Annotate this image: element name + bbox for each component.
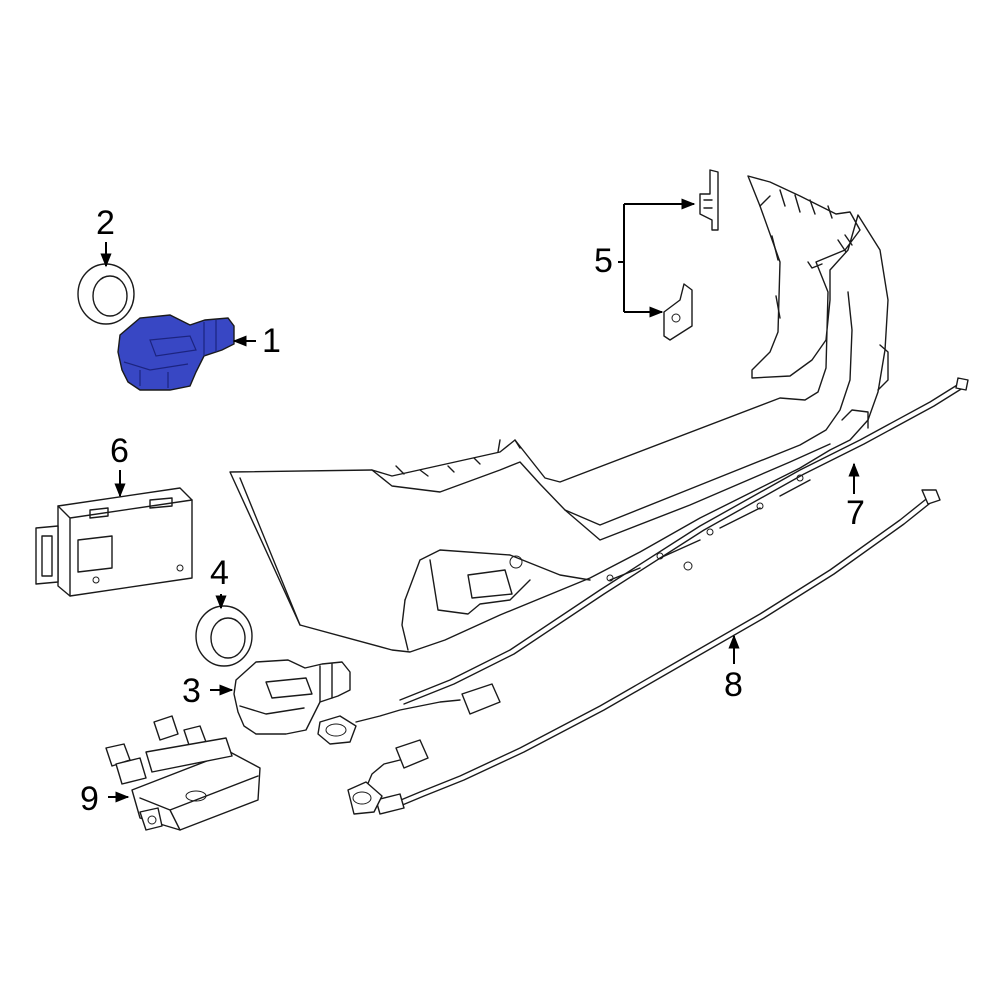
sensor-ring-lower [195, 605, 253, 667]
control-module [35, 487, 193, 597]
leader-lines [100, 198, 860, 803]
sensor-ring-upper [77, 263, 135, 325]
callout-2: 2 [96, 204, 115, 242]
callout-9: 9 [80, 780, 99, 818]
callout-7: 7 [846, 494, 865, 532]
rear-bumper-cover [229, 175, 889, 653]
parking-sensor [233, 659, 351, 735]
callout-1: 1 [262, 322, 281, 360]
wiring-harness-upper [317, 377, 969, 745]
parking-sensor-highlighted [117, 314, 235, 391]
callout-8: 8 [724, 666, 743, 704]
wiring-harness-lower [347, 489, 941, 815]
callout-5: 5 [594, 242, 613, 280]
module-bracket [105, 715, 261, 831]
brackets [663, 169, 719, 341]
callout-6: 6 [110, 432, 129, 470]
callout-3: 3 [182, 672, 201, 710]
callout-4: 4 [210, 554, 229, 592]
